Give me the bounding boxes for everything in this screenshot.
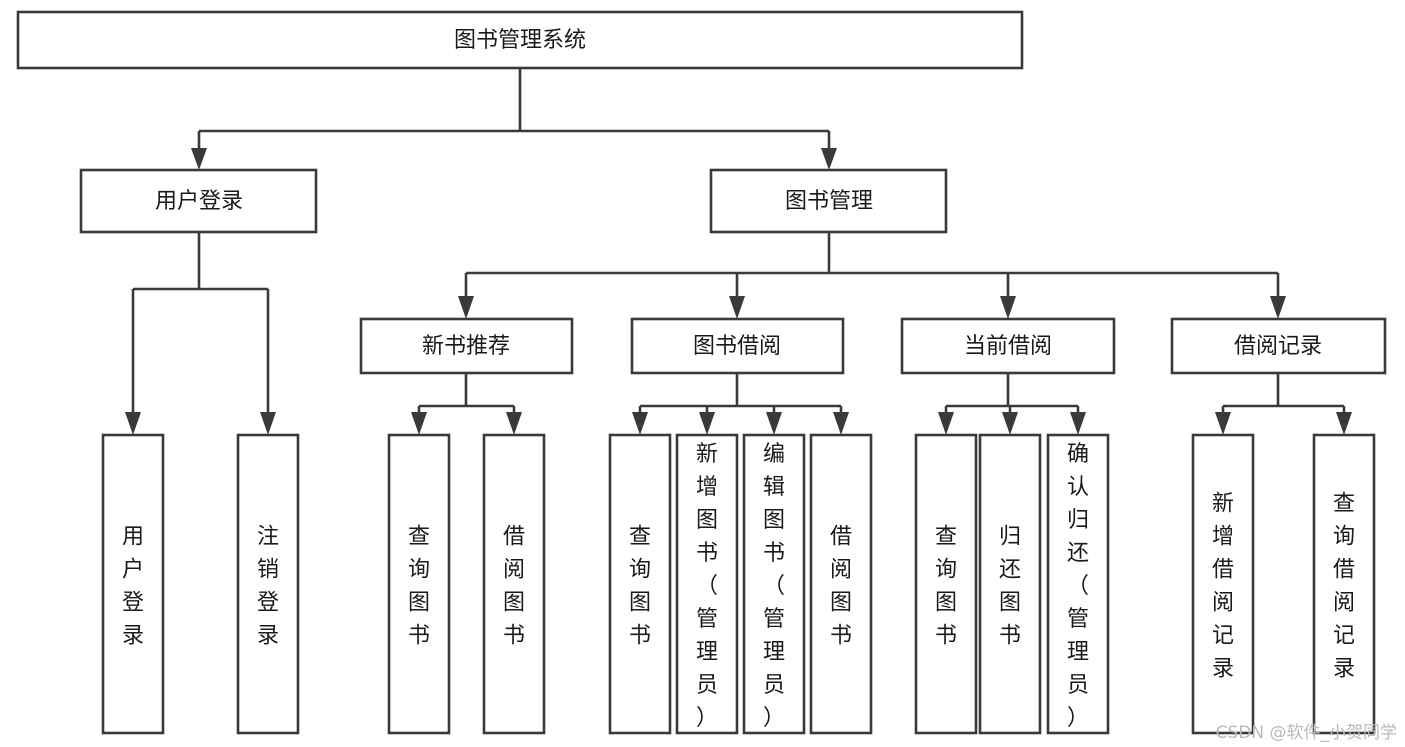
node-login-label: 用户登录: [155, 189, 243, 214]
node-leaf-13[interactable]: 查询借阅记录: [1312, 433, 1376, 735]
arrow-head-leaf-6: [699, 412, 715, 435]
node-leaf-10-label: 归还图书: [999, 525, 1021, 649]
csdn-watermark: CSDN @软件_小贺同学: [1215, 723, 1397, 743]
node-leaf-12-label: 新增借阅记录: [1212, 492, 1234, 682]
connector-group-records: [1215, 373, 1352, 435]
arrow-head-leaf-1: [125, 412, 141, 435]
node-leaf-2-label: 注销登录: [257, 525, 279, 649]
node-root[interactable]: 图书管理系统: [16, 10, 1024, 70]
node-leaf-13-label: 查询借阅记录: [1333, 492, 1355, 682]
node-leaf-10[interactable]: 归还图书: [978, 433, 1042, 735]
node-records-box[interactable]: [1170, 317, 1387, 375]
node-login-box[interactable]: [79, 168, 318, 234]
node-leaf-7[interactable]: 编辑图书（管理员）: [742, 433, 806, 735]
node-leaf-8-label: 借阅图书: [830, 525, 852, 649]
node-current[interactable]: 当前借阅: [900, 317, 1116, 375]
node-leaf-1[interactable]: 用户登录: [101, 433, 165, 735]
connector-group-current: [938, 373, 1086, 435]
node-leaf-9[interactable]: 查询图书: [914, 433, 978, 735]
node-leaf-7-box[interactable]: [742, 433, 806, 735]
node-leaf-3[interactable]: 查询图书: [387, 433, 451, 735]
node-leaf-10-box[interactable]: [978, 433, 1042, 735]
node-leaf-4-label: 借阅图书: [503, 525, 525, 649]
node-borrow-label: 图书借阅: [693, 334, 781, 359]
connector-group-borrow: [632, 373, 849, 435]
node-leaf-3-box[interactable]: [387, 433, 451, 735]
node-newbook[interactable]: 新书推荐: [359, 317, 574, 375]
arrow-head-records: [1270, 296, 1286, 319]
node-current-label: 当前借阅: [964, 334, 1052, 359]
arrow-head-leaf-7: [766, 412, 782, 435]
connector-group-root: [191, 68, 837, 170]
arrow-head-current: [1000, 296, 1016, 319]
node-newbook-box[interactable]: [359, 317, 574, 375]
arrow-head-leaf-5: [632, 412, 648, 435]
node-root-box[interactable]: [16, 10, 1024, 70]
node-leaf-3-label: 查询图书: [408, 525, 430, 649]
node-leaf-2-box[interactable]: [236, 433, 300, 735]
node-current-box[interactable]: [900, 317, 1116, 375]
node-leaf-5-label: 查询图书: [629, 525, 651, 649]
arrow-head-leaf-9: [938, 412, 954, 435]
node-leaf-11[interactable]: 确认归还（管理员）: [1046, 433, 1110, 735]
node-leaf-4-box[interactable]: [482, 433, 546, 735]
node-leaf-13-box[interactable]: [1312, 433, 1376, 735]
node-borrow[interactable]: 图书借阅: [630, 317, 845, 375]
connector-group-login: [125, 232, 276, 435]
node-leaf-11-box[interactable]: [1046, 433, 1110, 735]
arrow-head-leaf-10: [1002, 412, 1018, 435]
node-bookmgmt-box[interactable]: [709, 168, 948, 234]
arrow-head-leaf-3: [411, 412, 427, 435]
node-records-label: 借阅记录: [1234, 334, 1322, 359]
arrow-head-newbook: [458, 296, 474, 319]
node-leaf-5[interactable]: 查询图书: [608, 433, 672, 735]
node-leaf-1-box[interactable]: [101, 433, 165, 735]
connector-group-bookmgmt: [458, 232, 1286, 319]
node-bookmgmt-label: 图书管理: [785, 189, 873, 214]
node-bookmgmt[interactable]: 图书管理: [709, 168, 948, 234]
node-leaf-9-box[interactable]: [914, 433, 978, 735]
node-leaf-9-label: 查询图书: [935, 525, 957, 649]
node-leaf-12-box[interactable]: [1191, 433, 1255, 735]
node-leaf-1-label: 用户登录: [122, 525, 144, 649]
node-login[interactable]: 用户登录: [79, 168, 318, 234]
node-root-label: 图书管理系统: [454, 28, 586, 53]
arrow-head-leaf-11: [1070, 412, 1086, 435]
node-leaf-8-box[interactable]: [809, 433, 873, 735]
node-leaf-5-box[interactable]: [608, 433, 672, 735]
connector-group-newbook: [411, 373, 522, 435]
arrow-head-bookmgmt: [821, 148, 837, 170]
node-leaf-11-label: 确认归还（管理员）: [1067, 442, 1089, 731]
node-records[interactable]: 借阅记录: [1170, 317, 1387, 375]
node-leaf-6-label: 新增图书（管理员）: [696, 442, 718, 731]
node-leaf-6[interactable]: 新增图书（管理员）: [675, 433, 739, 735]
arrow-head-leaf-13: [1336, 412, 1352, 435]
arrow-head-borrow: [729, 296, 745, 319]
arrow-head-leaf-8: [833, 412, 849, 435]
arrow-head-login: [191, 148, 207, 170]
arrow-head-leaf-2: [260, 412, 276, 435]
node-leaf-6-box[interactable]: [675, 433, 739, 735]
node-leaf-2[interactable]: 注销登录: [236, 433, 300, 735]
arrow-head-leaf-12: [1215, 412, 1231, 435]
node-leaf-12[interactable]: 新增借阅记录: [1191, 433, 1255, 735]
node-borrow-box[interactable]: [630, 317, 845, 375]
node-leaf-7-label: 编辑图书（管理员）: [763, 442, 785, 731]
node-leaf-4[interactable]: 借阅图书: [482, 433, 546, 735]
arrow-head-leaf-4: [506, 412, 522, 435]
node-leaf-8[interactable]: 借阅图书: [809, 433, 873, 735]
node-newbook-label: 新书推荐: [422, 334, 510, 359]
